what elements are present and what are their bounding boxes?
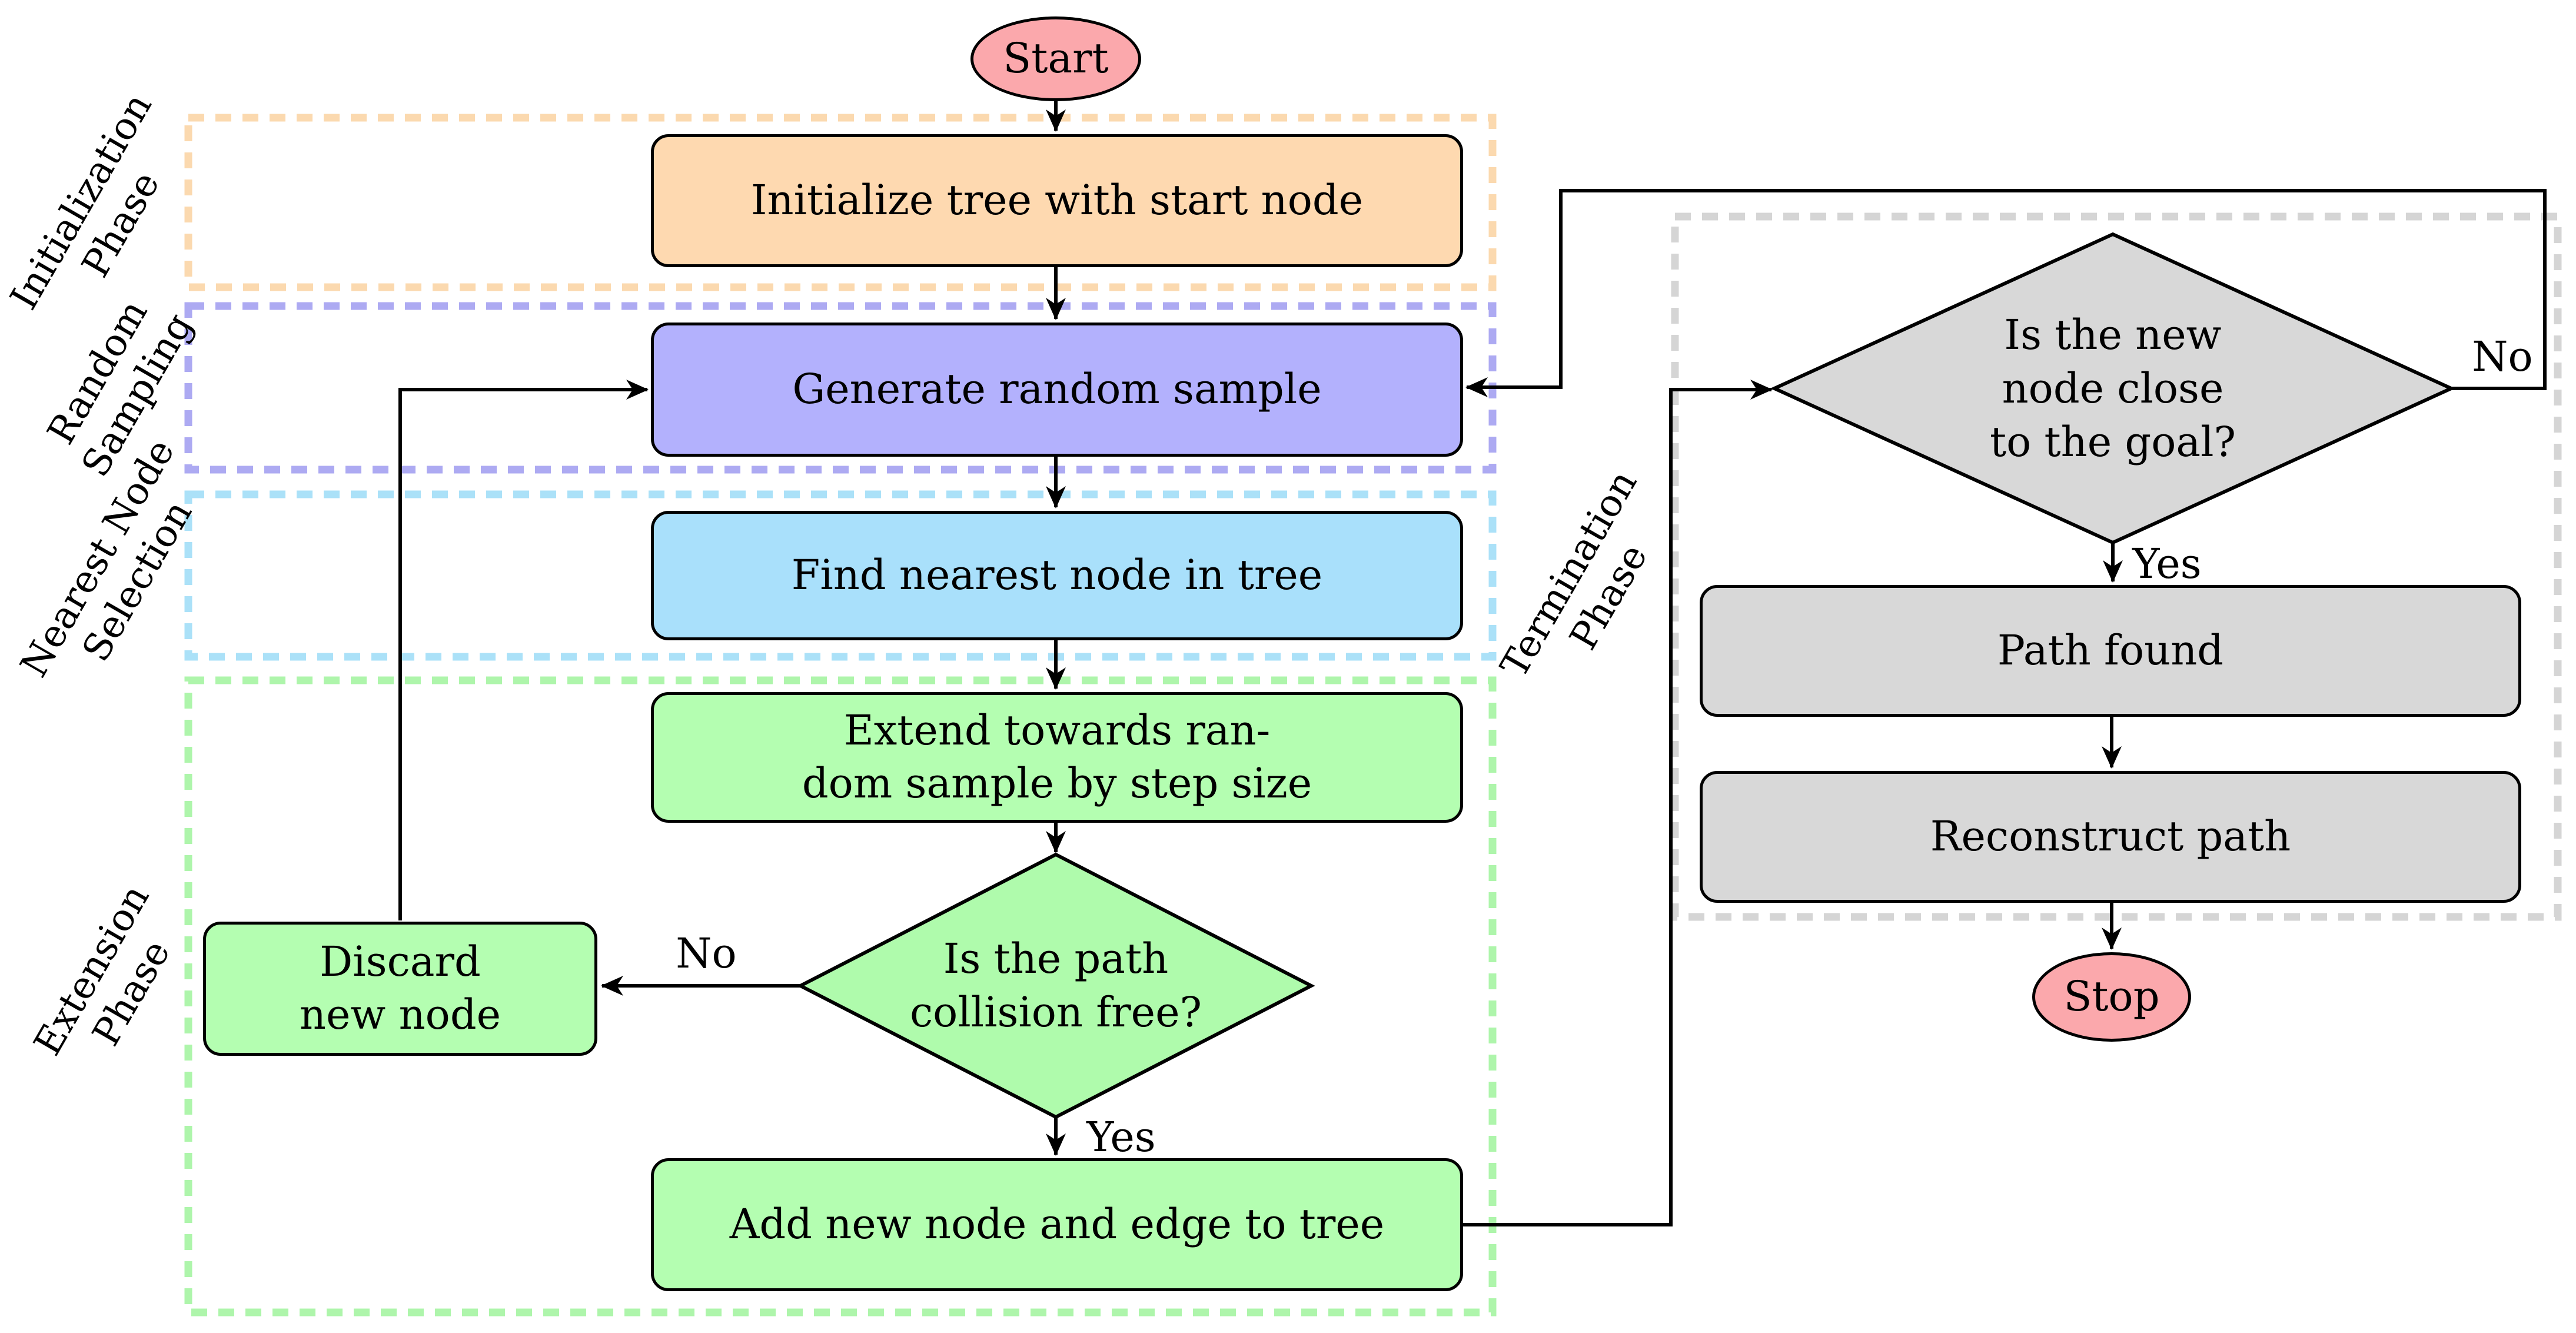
- goal-check-diamond: [1770, 232, 2456, 545]
- generate-sample-node: Generate random sample: [651, 323, 1463, 457]
- path-found-node: Path found: [1700, 585, 2521, 717]
- initialize-tree-label: Initialize tree with start node: [750, 176, 1364, 225]
- edge-discard-to-generate: [398, 380, 649, 920]
- goal-yes-label: Yes: [2132, 540, 2202, 588]
- reconstruct-path-label: Reconstruct path: [1930, 812, 2291, 861]
- path-found-label: Path found: [1997, 626, 2224, 675]
- extend-node: Extend towards ran- dom sample by step s…: [651, 692, 1463, 823]
- find-nearest-node: Find nearest node in tree: [651, 511, 1463, 640]
- add-node-node: Add new node and edge to tree: [651, 1158, 1463, 1291]
- discard-node: Discard new node: [203, 922, 597, 1056]
- discard-label: Discard new node: [299, 938, 501, 1039]
- nearest-node-phase-region: [184, 490, 1497, 661]
- start-node: Start: [970, 16, 1141, 101]
- extend-label: Extend towards ran- dom sample by step s…: [802, 706, 1312, 807]
- generate-sample-label: Generate random sample: [792, 365, 1322, 414]
- edge-goal-no-to-generate: [1465, 189, 2547, 397]
- collision-no-label: No: [676, 929, 737, 978]
- goal-no-label: No: [2472, 333, 2533, 381]
- collision-check-diamond: [796, 852, 1315, 1119]
- reconstruct-path-node: Reconstruct path: [1700, 771, 2521, 903]
- termination-phase-region: [1671, 212, 2562, 921]
- initialize-tree-node: Initialize tree with start node: [651, 134, 1463, 267]
- initialization-phase-region: [184, 114, 1497, 291]
- find-nearest-label: Find nearest node in tree: [791, 551, 1323, 600]
- add-node-label: Add new node and edge to tree: [729, 1200, 1385, 1249]
- extension-phase-region: [184, 676, 1497, 1317]
- stop-node-label: Stop: [2063, 972, 2160, 1021]
- collision-yes-label: Yes: [1086, 1113, 1156, 1161]
- start-node-label: Start: [1003, 34, 1109, 83]
- stop-node: Stop: [2032, 952, 2191, 1042]
- edge-add-to-goal-check: [1463, 380, 1773, 1226]
